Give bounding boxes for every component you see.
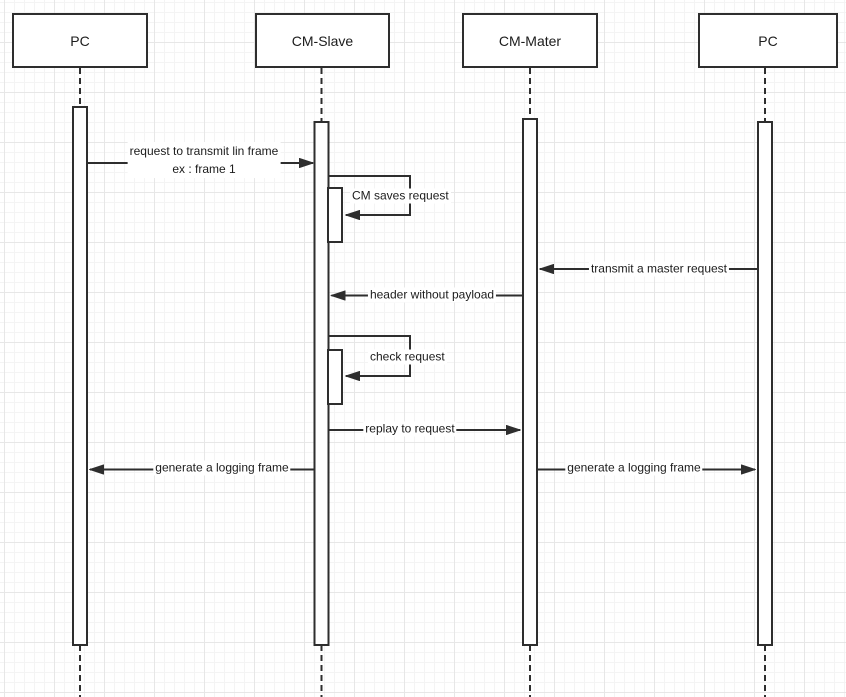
lifelines (79, 68, 766, 697)
message-label-cm-saves-request[interactable]: CM saves request (350, 188, 451, 204)
nested-activation-bars (327, 187, 343, 405)
message-label-generate-logging-right[interactable]: generate a logging frame (565, 460, 703, 476)
actor-label-pc-right: PC (758, 32, 778, 49)
activation-bar-cm-mater[interactable] (522, 118, 538, 646)
message-label-line1: request to transmit lin frame (129, 144, 279, 158)
actor-box-pc-left[interactable]: PC (12, 13, 148, 68)
message-label-replay-to-request[interactable]: replay to request (363, 421, 457, 437)
actor-box-cm-slave[interactable]: CM-Slave (255, 13, 390, 68)
activation-bars (72, 106, 773, 646)
nested-activation-bar-2[interactable] (327, 349, 343, 405)
actor-box-cm-mater[interactable]: CM-Mater (462, 13, 598, 68)
actor-label-cm-slave: CM-Slave (291, 32, 354, 49)
message-label-header-without-payload[interactable]: header without payload (367, 287, 497, 303)
message-label-transmit-master-request[interactable]: transmit a master request (588, 261, 730, 277)
message-label-request-to-transmit[interactable]: request to transmit lin frame ex : frame… (127, 142, 281, 178)
activation-bar-pc-right[interactable] (757, 121, 773, 646)
activation-bar-pc-left[interactable] (72, 106, 88, 646)
message-label-line2: ex : frame 1 (172, 162, 236, 176)
message-label-check-request[interactable]: check request (368, 349, 447, 365)
activation-bar-cm-slave[interactable] (313, 121, 330, 646)
actor-label-pc-left: PC (70, 32, 90, 49)
actor-box-pc-right[interactable]: PC (698, 13, 838, 68)
actor-label-cm-mater: CM-Mater (498, 32, 562, 49)
message-label-generate-logging-left[interactable]: generate a logging frame (153, 460, 291, 476)
nested-activation-bar-1[interactable] (327, 187, 343, 243)
